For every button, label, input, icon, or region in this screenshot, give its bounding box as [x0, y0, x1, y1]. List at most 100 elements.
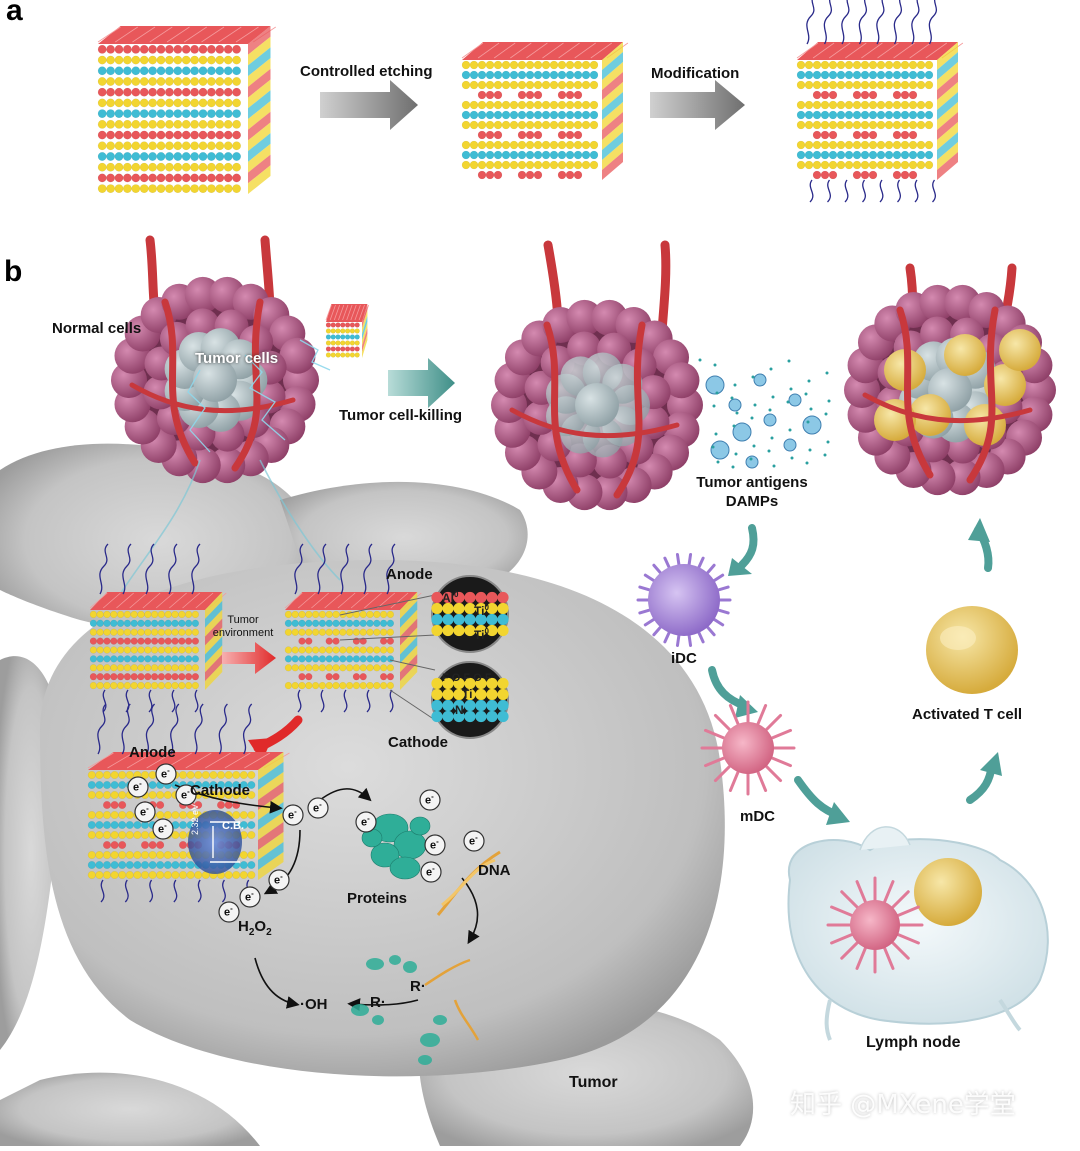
atom-sphere — [156, 811, 165, 820]
zoom-atom — [442, 602, 454, 615]
zoom-atom — [497, 602, 509, 615]
atom-sphere — [493, 60, 503, 70]
atom-sphere — [517, 90, 527, 100]
stack-side-layer — [258, 772, 284, 800]
damp-particle — [790, 456, 794, 460]
electron — [424, 834, 446, 856]
zoom-atom — [486, 677, 498, 690]
atom-sphere — [352, 681, 361, 690]
atom-sphere — [916, 70, 926, 80]
atom-sphere — [868, 170, 878, 180]
electron — [307, 797, 329, 819]
atom-sphere — [549, 140, 559, 150]
atom-sphere — [173, 98, 183, 108]
atom-sphere — [198, 66, 208, 76]
atom-sphere — [501, 100, 511, 110]
atom-sphere — [332, 681, 340, 690]
stack-side-layer — [602, 42, 623, 70]
stack-side-layer — [602, 122, 623, 150]
atom-sphere — [892, 150, 902, 160]
atom-sphere — [461, 150, 471, 160]
electron-charge: - — [319, 800, 322, 809]
stack-side-layer — [205, 600, 223, 628]
electron — [155, 763, 177, 785]
atom-sphere — [191, 646, 200, 654]
atom-sphere — [151, 664, 159, 672]
atom-sphere — [844, 110, 854, 120]
atom-sphere — [191, 637, 200, 645]
ligand — [861, 179, 866, 203]
atom-sphere — [565, 90, 575, 100]
atom-sphere — [916, 150, 926, 160]
atom-sphere — [876, 110, 886, 120]
atom-sphere — [131, 184, 141, 194]
stack-top-line — [132, 26, 156, 43]
atom-sphere — [139, 77, 149, 86]
atom-sphere — [123, 77, 132, 86]
stack-side-layer — [258, 822, 284, 850]
atom-sphere — [232, 173, 242, 183]
stack-side-layer — [248, 36, 271, 66]
stack-side-layer — [362, 310, 368, 334]
zoom-atom — [475, 613, 487, 626]
electron — [218, 901, 240, 923]
band-gap-label: 2.32 eV — [190, 803, 200, 835]
atom-sphere — [380, 673, 388, 681]
atom-sphere — [589, 110, 599, 120]
proteins-graphic — [361, 813, 431, 880]
atom-sphere — [139, 55, 149, 65]
atom-sphere — [533, 140, 543, 150]
stack-top-line — [354, 304, 361, 321]
atom-sphere — [557, 160, 567, 170]
atom-sphere — [157, 646, 166, 654]
atom-sphere — [305, 637, 313, 645]
atom-sphere — [171, 871, 180, 880]
stack-side-layer — [248, 68, 271, 98]
stack-side-layer — [937, 72, 958, 100]
atom-sphere — [106, 184, 116, 194]
h2o2-sub1: 2 — [248, 927, 255, 938]
atom-sphere — [892, 170, 902, 180]
ligand — [173, 879, 178, 903]
atom-sphere — [844, 60, 854, 70]
atom-sphere — [181, 55, 191, 65]
atom-sphere — [493, 130, 503, 140]
panel-a-label: a — [6, 0, 23, 27]
atom-sphere — [860, 160, 870, 170]
atom-sphere — [139, 87, 149, 97]
atom-sphere — [148, 861, 157, 870]
atom-sphere — [325, 637, 333, 645]
atom-sphere — [335, 322, 341, 328]
damp-particle — [735, 411, 739, 415]
atom-sphere — [796, 140, 806, 150]
atom-sphere — [517, 100, 527, 110]
atom-al: Al0 — [442, 590, 458, 605]
atom-sphere — [140, 871, 149, 880]
atom-sphere — [118, 841, 127, 850]
etching-arrow — [320, 80, 418, 130]
atom-sphere — [148, 173, 158, 183]
atom-sphere — [137, 673, 145, 681]
atom-sphere — [123, 173, 132, 183]
atom-sphere — [386, 637, 395, 645]
atom-sphere — [123, 664, 132, 672]
atom-sphere — [215, 44, 225, 54]
atom-sphere — [148, 87, 158, 97]
atom-sphere — [95, 781, 104, 790]
atom-sphere — [181, 130, 191, 140]
stack-side-layer — [602, 82, 623, 110]
atom-sphere — [130, 637, 138, 645]
zoom-atom — [464, 710, 476, 723]
atom-sphere — [332, 646, 340, 654]
stack-side-layer — [602, 132, 623, 160]
atom-sphere — [198, 87, 208, 97]
atom-sphere — [352, 655, 361, 663]
atom-sphere — [173, 77, 183, 86]
atom-sphere — [198, 98, 208, 108]
atom-sphere — [366, 610, 374, 619]
atom-sphere — [860, 70, 870, 80]
electron-label: e- — [133, 779, 142, 794]
atom-sphere — [812, 130, 822, 140]
atom-sphere — [525, 70, 535, 80]
